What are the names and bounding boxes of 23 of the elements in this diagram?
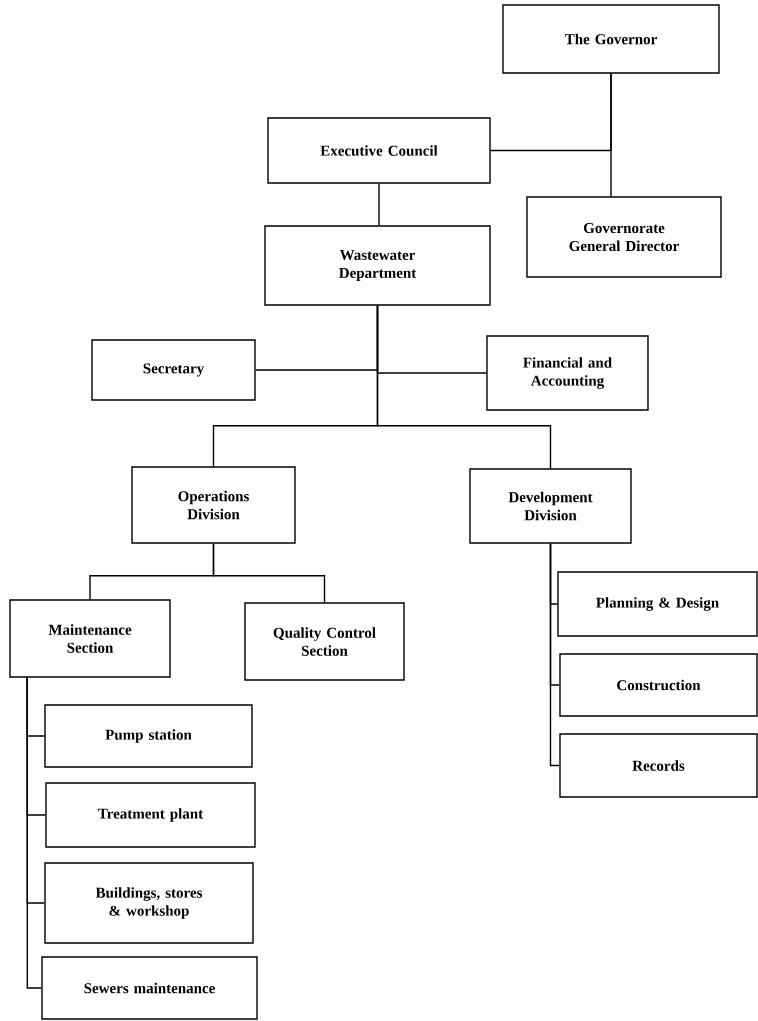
connector-line <box>376 305 552 469</box>
org-box: Financial and Accounting <box>486 335 649 411</box>
connector-line <box>26 677 42 989</box>
org-box: Buildings, stores & workshop <box>44 862 254 944</box>
org-box: Development Division <box>469 468 632 544</box>
org-box: Construction <box>559 653 758 717</box>
connector-line <box>212 543 326 603</box>
org-box: Planning & Design <box>557 571 758 637</box>
org-box: Treatment plant <box>45 782 256 848</box>
org-box: The Governor <box>502 4 720 74</box>
org-box: Maintenance Section <box>9 599 171 678</box>
org-box: Records <box>559 733 758 798</box>
org-box: Secretary <box>91 339 256 401</box>
org-box: Executive Council <box>267 117 491 184</box>
connector-line <box>549 543 560 767</box>
org-box: Governorate General Director <box>526 196 722 278</box>
org-box: Pump station <box>44 704 253 768</box>
org-box: Quality Control Section <box>244 602 405 681</box>
org-box: Wastewater Department <box>264 225 491 306</box>
connector-line <box>610 73 612 197</box>
connector-line <box>378 183 380 226</box>
org-box: Sewers maintenance <box>41 956 258 1020</box>
org-box: Operations Division <box>131 466 296 544</box>
